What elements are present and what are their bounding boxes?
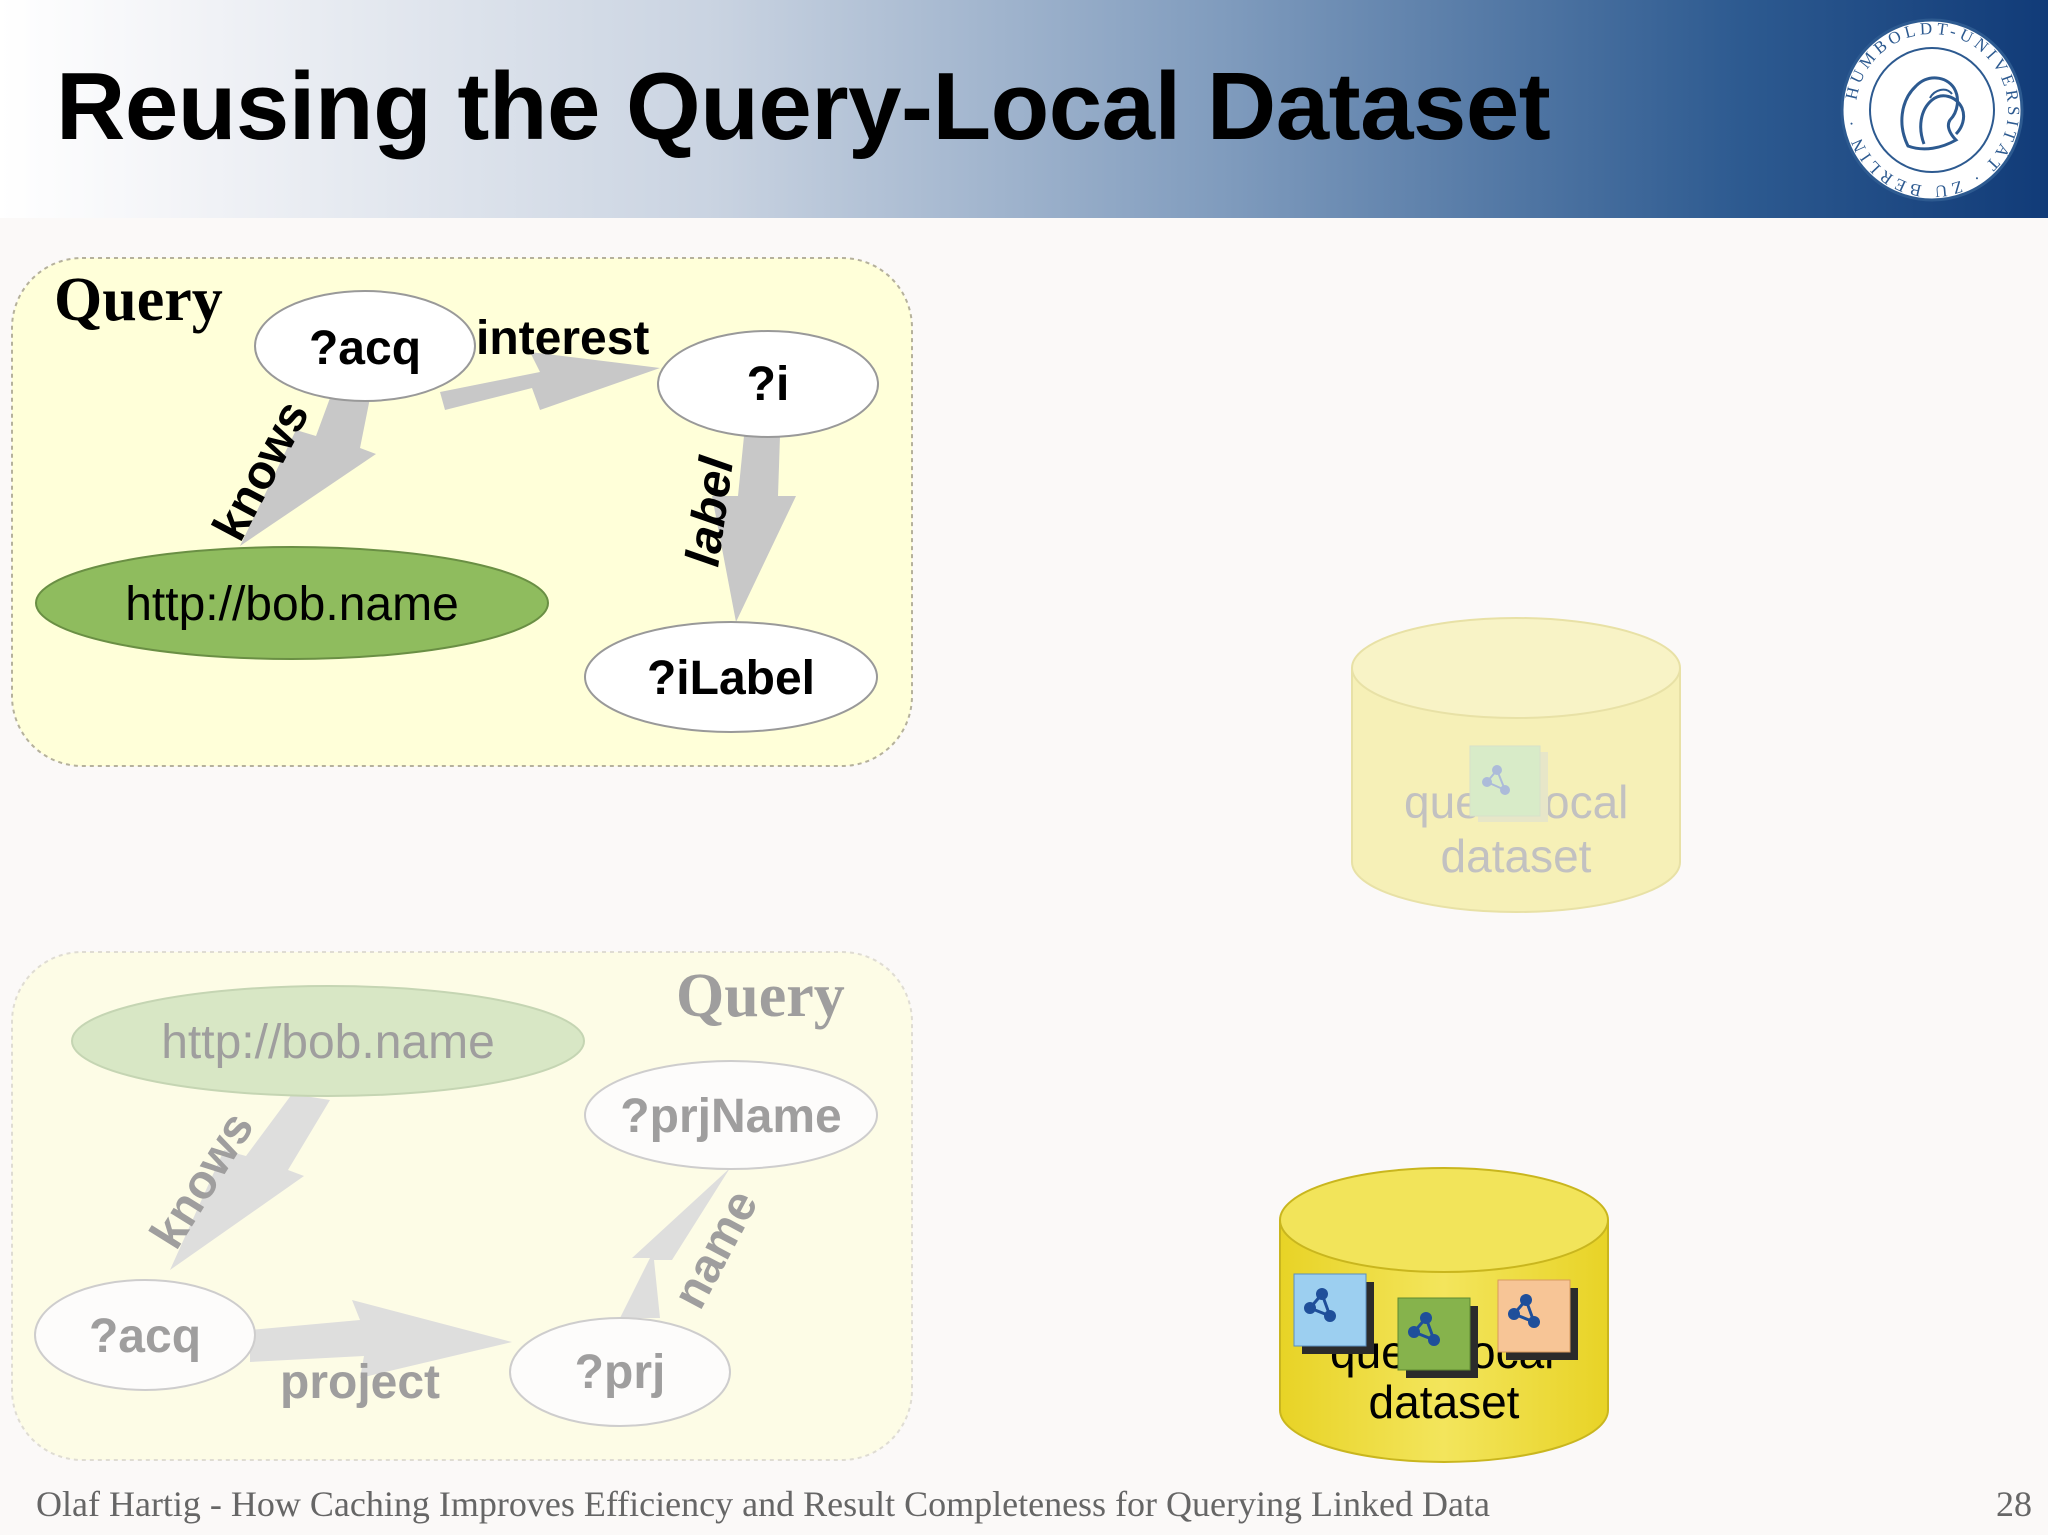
rdf-document-icon-blue (1293, 1273, 1374, 1354)
dataset-top-line2: dataset (1441, 830, 1592, 882)
node-prj (509, 1317, 731, 1427)
node-ilabel-label: ?iLabel (647, 652, 815, 705)
node-acq (254, 290, 476, 402)
title-banner (0, 0, 2048, 218)
slide-title: Reusing the Query-Local Dataset (56, 53, 1551, 160)
footer-text: Olaf Hartig - How Caching Improves Effic… (36, 1484, 1490, 1524)
page-number: 28 (1996, 1484, 2032, 1524)
edge-knows-arrow-2 (170, 1094, 330, 1270)
query-panel-bottom-group: Query knows project name http://bob.name… (11, 951, 913, 1461)
edge-knows-arrow (240, 398, 376, 546)
node-bob (35, 546, 549, 660)
university-seal-logo: HUMBOLDT-UNIVERSITÄT · ZU BERLIN · (1840, 18, 2024, 202)
node-acq-2-label: ?acq (89, 1310, 201, 1363)
node-bob-2-label: http://bob.name (161, 1016, 495, 1069)
dataset-top-line1a: que (1404, 776, 1481, 828)
dataset-cylinder-top: que ocal dataset (1351, 617, 1681, 913)
rdf-document-icon-orange (1497, 1279, 1578, 1360)
node-bob-label: http://bob.name (125, 578, 459, 631)
dataset-top-line1b: ocal (1544, 776, 1628, 828)
node-prjname (584, 1060, 878, 1170)
edge-interest-arrow (440, 352, 660, 410)
node-ilabel (584, 621, 878, 733)
node-i (657, 330, 879, 438)
node-bob-2 (71, 985, 585, 1097)
edge-label-arrow (712, 436, 796, 622)
rdf-document-icon-faded (1469, 745, 1548, 822)
query-label-bottom: Query (676, 962, 845, 1030)
edge-name-arrow (620, 1168, 730, 1318)
node-acq-label: ?acq (309, 322, 421, 375)
dataset-cylinder-bottom: que ocal dataset (1279, 1167, 1609, 1463)
edge-project-arrow (250, 1300, 512, 1378)
node-prj-label: ?prj (575, 1346, 666, 1399)
node-acq-2 (34, 1279, 256, 1391)
node-i-label: ?i (747, 358, 790, 411)
edge-label-interest: interest (476, 312, 649, 365)
rdf-document-icon-green (1397, 1297, 1478, 1378)
dataset-bottom-line2: dataset (1369, 1376, 1520, 1428)
query-label-top: Query (54, 266, 223, 334)
node-prjname-label: ?prjName (620, 1090, 841, 1143)
edge-label-project: project (280, 1356, 440, 1409)
